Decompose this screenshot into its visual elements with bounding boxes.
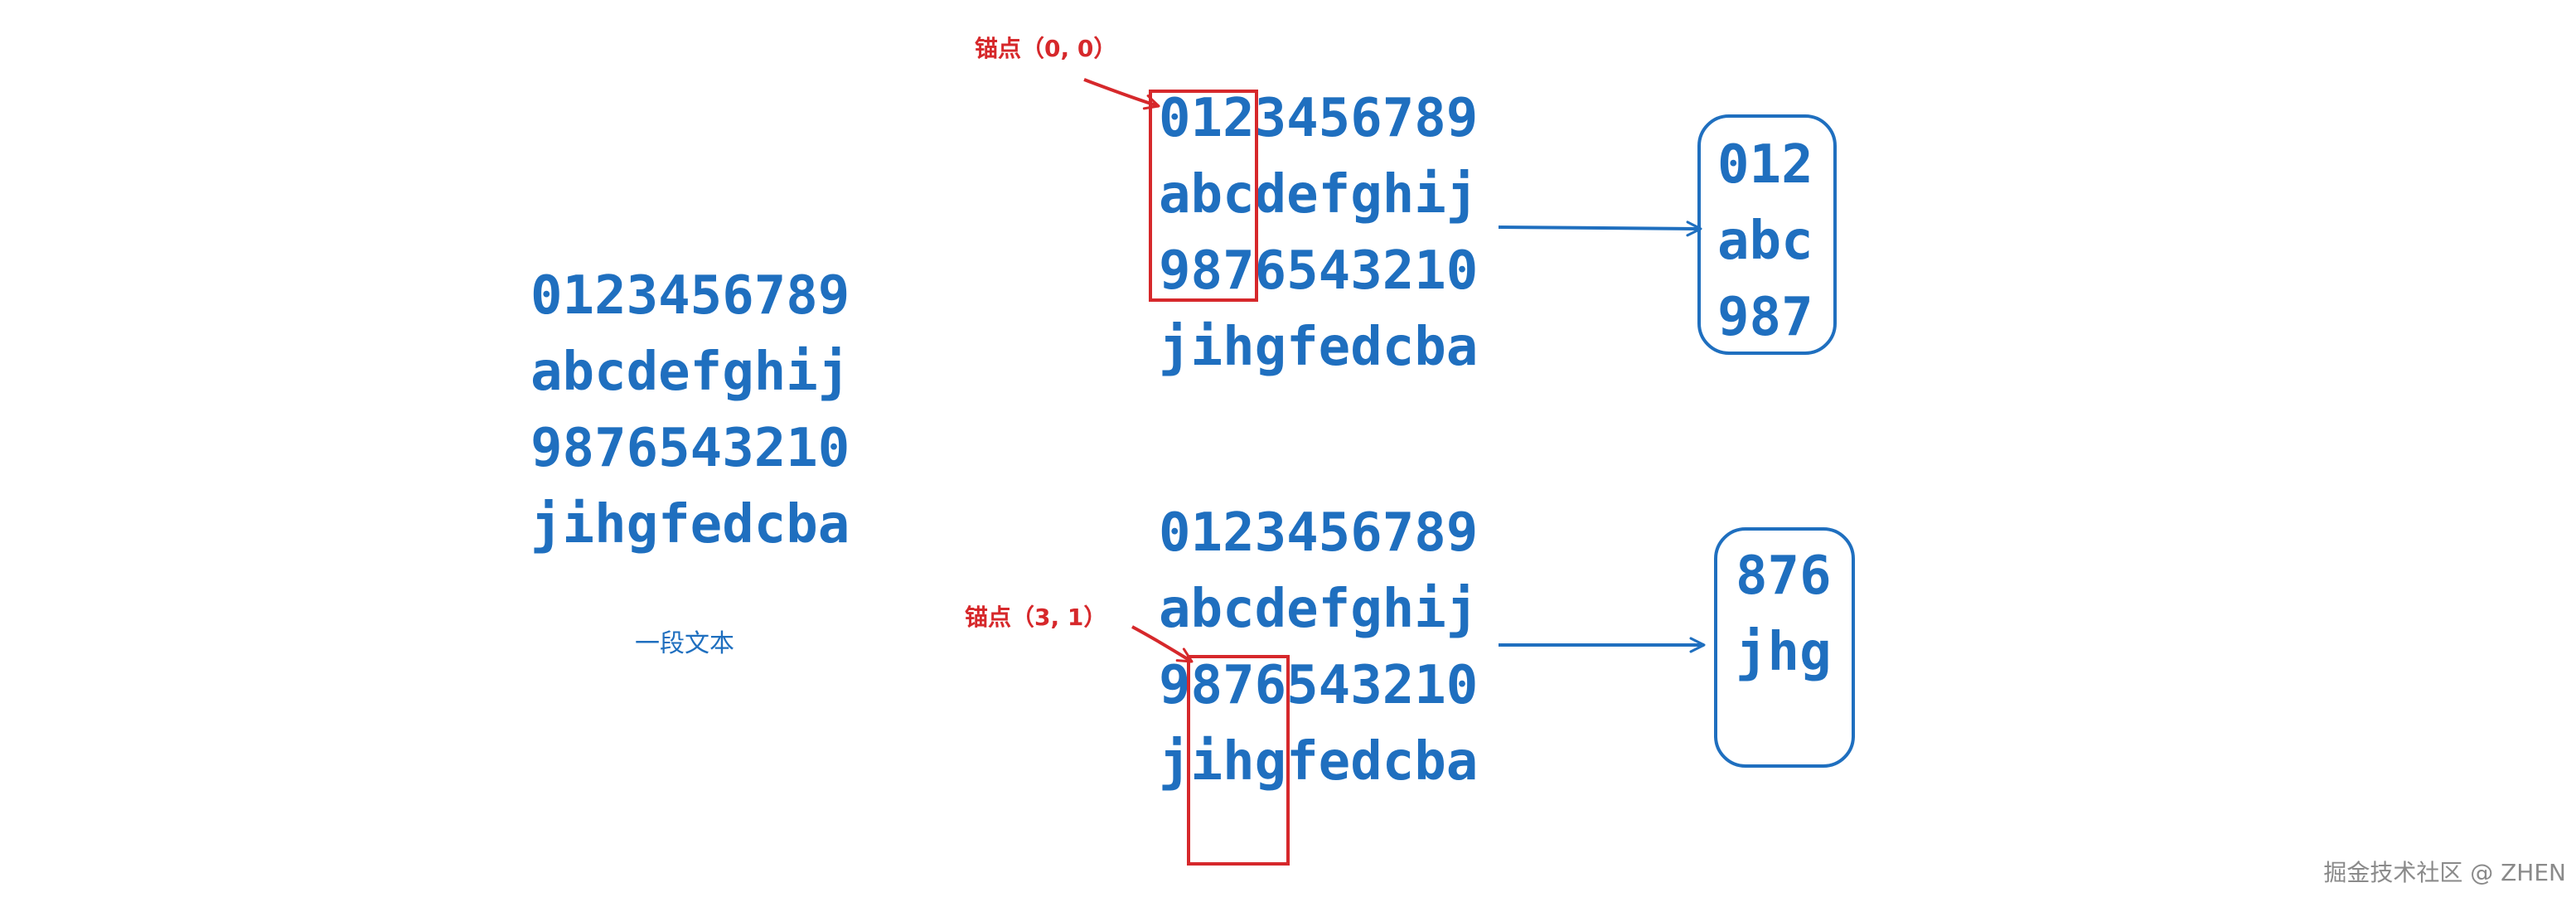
example-b-line-4: jihgfedcba [1159, 731, 1478, 793]
example-a-text-block: 0123456789 abcdefghij 9876543210 jihgfed… [1159, 88, 1478, 378]
source-line-3: 9876543210 [530, 418, 850, 479]
example-a-line-2: abcdefghij [1159, 164, 1478, 226]
example-a-result-line-1: 012 [1717, 134, 1813, 196]
example-a-line-1: 0123456789 [1159, 88, 1478, 149]
source-line-2: abcdefghij [530, 342, 850, 403]
example-b-anchor-label: 锚点（3, 1） [965, 604, 1106, 631]
example-b-line-1: 0123456789 [1159, 502, 1478, 564]
example-a-anchor-arrow [1083, 78, 1160, 110]
example-b-result-text: 876 jhg [1736, 546, 1832, 683]
example-a-anchor-label: 锚点（0, 0） [975, 35, 1116, 62]
example-b-text-block: 0123456789 abcdefghij 9876543210 jihgfed… [1159, 502, 1478, 793]
example-b-line-3: 9876543210 [1159, 655, 1478, 716]
watermark: 掘金技术社区 @ ZHEN [2323, 859, 2566, 886]
example-b-selection-box [1187, 655, 1290, 866]
example-b-result-line-2: jhg [1736, 622, 1832, 683]
example-a-result-arrow [1498, 221, 1702, 237]
example-a-line-4: jihgfedcba [1159, 317, 1478, 378]
source-text-block: 0123456789 abcdefghij 9876543210 jihgfed… [530, 265, 850, 555]
source-caption: 一段文本 [635, 629, 734, 658]
example-a-line-3: 9876543210 [1159, 240, 1478, 302]
example-a-result-line-3: 987 [1717, 287, 1813, 348]
source-line-1: 0123456789 [530, 265, 850, 327]
example-b-result-line-1: 876 [1736, 546, 1832, 607]
source-line-4: jihgfedcba [530, 494, 850, 555]
example-a-result-text: 012 abc 987 [1717, 134, 1813, 348]
example-b-line-2: abcdefghij [1159, 579, 1478, 640]
example-b-anchor-arrow [1131, 625, 1194, 663]
example-b-result-box [1714, 527, 1855, 768]
example-a-result-box [1697, 114, 1837, 355]
example-a-result-line-2: abc [1717, 211, 1813, 272]
example-a-selection-box [1149, 90, 1258, 302]
